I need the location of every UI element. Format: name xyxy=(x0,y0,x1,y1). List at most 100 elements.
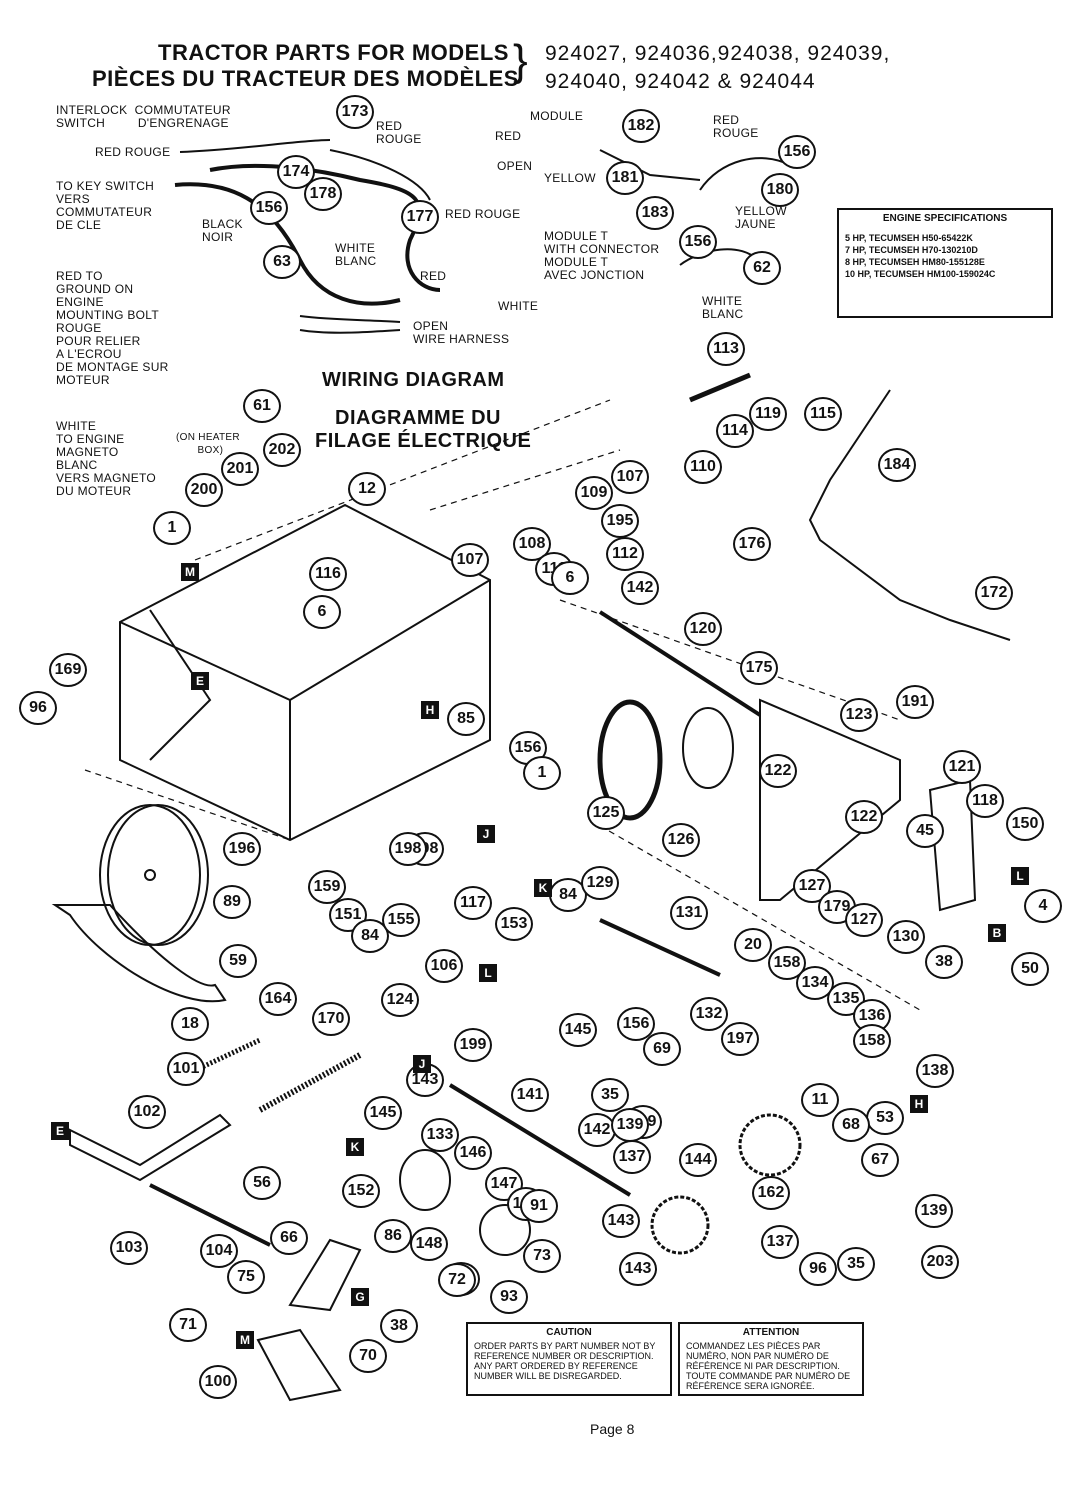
label-yellow-jaune: YELLOW JAUNE xyxy=(735,204,787,231)
callout-137: 137 xyxy=(761,1225,799,1259)
callout-146: 146 xyxy=(454,1136,492,1170)
callout-177: 177 xyxy=(401,200,439,234)
callout-156: 156 xyxy=(679,225,717,259)
callout-176: 176 xyxy=(733,527,771,561)
marker-B: B xyxy=(988,924,1006,942)
label-red-module: RED xyxy=(495,129,522,143)
callout-68: 68 xyxy=(832,1108,870,1142)
label-black-noir: BLACK NOIR xyxy=(202,217,243,244)
callout-12: 12 xyxy=(348,472,386,506)
callout-109: 109 xyxy=(575,476,613,510)
callout-172: 172 xyxy=(975,576,1013,610)
callout-164: 164 xyxy=(259,982,297,1016)
callout-182: 182 xyxy=(622,109,660,143)
callout-143: 143 xyxy=(602,1204,640,1238)
label-red-to-ground: RED TO GROUND ON ENGINE MOUNTING BOLT RO… xyxy=(56,269,169,387)
callout-195: 195 xyxy=(601,504,639,538)
callout-134: 134 xyxy=(796,966,834,1000)
callout-162: 162 xyxy=(752,1176,790,1210)
callout-197: 197 xyxy=(721,1022,759,1056)
callout-75: 75 xyxy=(227,1260,265,1294)
label-red-rouge-right: RED ROUGE xyxy=(713,113,759,140)
callout-86: 86 xyxy=(374,1219,412,1253)
marker-G: G xyxy=(351,1288,369,1306)
label-open: OPEN xyxy=(497,159,533,173)
callout-100: 100 xyxy=(199,1365,237,1399)
label-white-to-engine: WHITE TO ENGINE MAGNETO BLANC VERS MAGNE… xyxy=(56,419,157,498)
callout-102: 102 xyxy=(128,1095,166,1129)
marker-J: J xyxy=(413,1055,431,1073)
callout-50: 50 xyxy=(1011,952,1049,986)
title-fr: PIÈCES DU TRACTEUR DES MODÈLES xyxy=(92,66,519,91)
callout-115: 115 xyxy=(804,397,842,431)
callout-107: 107 xyxy=(611,460,649,494)
models-line-2: 924040, 924042 & 924044 xyxy=(545,70,816,93)
callout-4: 4 xyxy=(1024,889,1062,923)
callout-110: 110 xyxy=(684,450,722,484)
caution-text: ORDER PARTS BY PART NUMBER NOT BY REFERE… xyxy=(474,1341,656,1381)
label-white: WHITE xyxy=(498,299,539,313)
callout-142: 142 xyxy=(578,1113,616,1147)
callout-151: 151 xyxy=(329,898,367,932)
callout-104: 104 xyxy=(200,1234,238,1268)
label-to-key-switch: TO KEY SWITCH VERS COMMUTATEUR DE CLE xyxy=(56,179,155,232)
callout-106: 106 xyxy=(425,949,463,983)
marker-L: L xyxy=(1011,867,1029,885)
callout-141: 141 xyxy=(511,1078,549,1112)
label-red-rouge-top: RED ROUGE xyxy=(376,119,422,146)
callout-107: 107 xyxy=(451,543,489,577)
callout-85: 85 xyxy=(447,702,485,736)
callout-125: 125 xyxy=(587,796,625,830)
label-interlock-switch: INTERLOCK COMMUTATEUR SWITCH D'ENGRENAGE xyxy=(56,103,231,130)
callout-143: 143 xyxy=(619,1252,657,1286)
caution-box: CAUTION ORDER PARTS BY PART NUMBER NOT B… xyxy=(466,1322,672,1396)
engine-spec-row: 8 HP, TECUMSEH HM80-155128E xyxy=(845,257,985,267)
label-open-wire-harness: OPEN WIRE HARNESS xyxy=(413,319,510,346)
callout-103: 103 xyxy=(110,1231,148,1265)
callout-156: 156 xyxy=(778,135,816,169)
attention-text: COMMANDEZ LES PIÈCES PAR NUMÉRO, NON PAR… xyxy=(686,1341,851,1391)
callout-61: 61 xyxy=(243,389,281,423)
callout-6: 6 xyxy=(551,561,589,595)
label-red-rouge-left: RED ROUGE xyxy=(95,145,171,159)
wiring-diagram-title-fr-1: DIAGRAMME DU xyxy=(335,407,501,429)
callout-117: 117 xyxy=(454,886,492,920)
callout-126: 126 xyxy=(662,823,700,857)
callout-178: 178 xyxy=(304,177,342,211)
marker-E: E xyxy=(191,672,209,690)
callout-138: 138 xyxy=(916,1054,954,1088)
callout-121: 121 xyxy=(943,750,981,784)
callout-45: 45 xyxy=(906,814,944,848)
marker-J: J xyxy=(477,825,495,843)
label-on-heater-box: (ON HEATER BOX) xyxy=(176,432,240,456)
callout-124: 124 xyxy=(381,983,419,1017)
engine-specs-title: ENGINE SPECIFICATIONS xyxy=(882,213,1008,224)
callout-84: 84 xyxy=(549,878,587,912)
callout-127: 127 xyxy=(845,903,883,937)
marker-K: K xyxy=(346,1138,364,1156)
callout-120: 120 xyxy=(684,612,722,646)
callout-112: 112 xyxy=(606,537,644,571)
callout-127: 127 xyxy=(793,869,831,903)
engine-spec-row: 7 HP, TECUMSEH H70-130210D xyxy=(845,245,978,255)
callout-1: 1 xyxy=(523,756,561,790)
callout-84: 84 xyxy=(351,919,389,953)
engine-spec-row: 10 HP, TECUMSEH HM100-159024C xyxy=(845,269,996,279)
callout-144: 144 xyxy=(679,1143,717,1177)
marker-E: E xyxy=(51,1122,69,1140)
callout-156: 156 xyxy=(250,191,288,225)
callout-67: 67 xyxy=(861,1143,899,1177)
label-yellow: YELLOW xyxy=(544,171,596,185)
label-white-blanc-right: WHITE BLANC xyxy=(702,294,744,321)
callout-38: 38 xyxy=(925,945,963,979)
callout-173: 173 xyxy=(336,95,374,129)
callout-139: 139 xyxy=(915,1194,953,1228)
label-red-rouge-mid: RED ROUGE xyxy=(445,207,521,221)
callout-183: 183 xyxy=(636,196,674,230)
callout-66: 66 xyxy=(270,1221,308,1255)
callout-116: 116 xyxy=(309,557,347,591)
callout-131: 131 xyxy=(670,896,708,930)
callout-96: 96 xyxy=(799,1252,837,1286)
marker-H: H xyxy=(421,701,439,719)
callout-114: 114 xyxy=(716,414,754,448)
